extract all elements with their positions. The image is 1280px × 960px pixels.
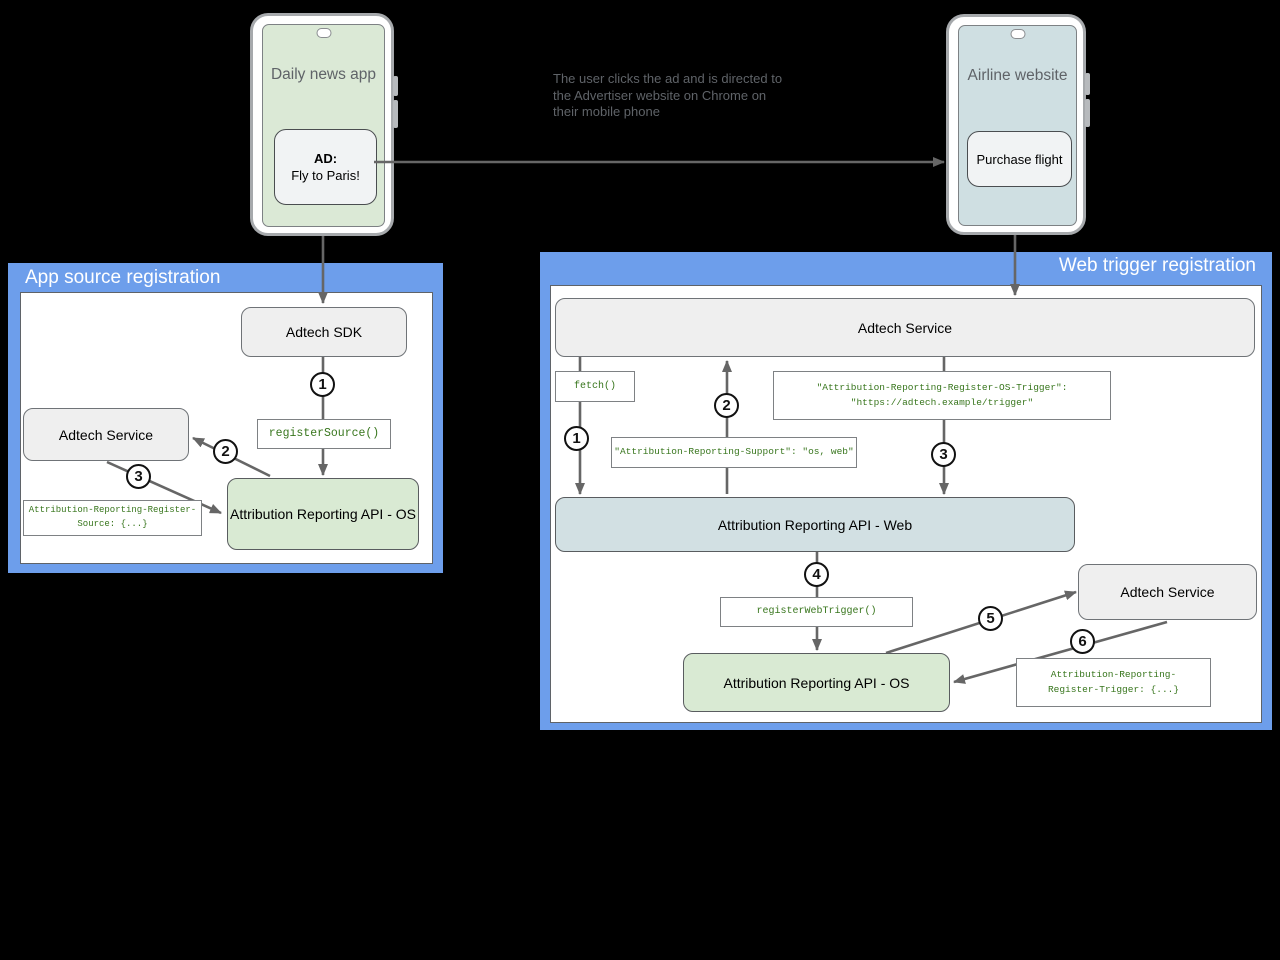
step-number: 1 xyxy=(318,376,327,393)
adtech-service-label: Adtech Service xyxy=(857,319,953,336)
support-header: "Attribution-Reporting-Support": "os, we… xyxy=(614,446,854,458)
step-3-badge-left: 3 xyxy=(126,464,151,489)
web-trigger-panel-title: Web trigger registration xyxy=(1058,255,1256,276)
adtech-service-label: Adtech Service xyxy=(1120,584,1215,600)
adtech-service-box-right: Adtech Service xyxy=(1078,564,1257,620)
attribution-api-web-box: Attribution Reporting API - Web xyxy=(555,497,1075,552)
adtech-service-label: Adtech Service xyxy=(58,426,154,443)
step-6-badge-right: 6 xyxy=(1070,629,1095,654)
step-2-badge-right: 2 xyxy=(714,393,739,418)
step-4-badge-right: 4 xyxy=(804,562,829,587)
phone-camera-icon xyxy=(1010,29,1025,39)
airline-website-title: Airline website xyxy=(967,67,1068,84)
app-source-panel-title: App source registration xyxy=(25,267,221,288)
step-2-badge-left: 2 xyxy=(213,439,238,464)
purchase-flight-button[interactable]: Purchase flight xyxy=(967,131,1072,187)
adtech-service-box-left: Adtech Service xyxy=(23,408,189,461)
attribution-api-os-label: Attribution Reporting API - OS xyxy=(723,674,910,691)
step-number: 2 xyxy=(221,443,230,460)
adtech-service-box-top: Adtech Service xyxy=(555,298,1255,357)
fetch-code: fetch() xyxy=(573,380,616,392)
attribution-api-os-box-right: Attribution Reporting API - OS xyxy=(683,653,950,712)
adtech-sdk-label: Adtech SDK xyxy=(285,324,363,340)
step-number: 3 xyxy=(134,468,143,485)
step-1-badge-right: 1 xyxy=(564,426,589,451)
phone-button-icon xyxy=(1085,73,1090,95)
register-os-trigger-header-box: "Attribution-Reporting-Register-OS-Trigg… xyxy=(773,371,1111,420)
airline-phone-screen: Airline website Purchase flight xyxy=(958,25,1077,226)
daily-news-app-title: Daily news app xyxy=(270,66,377,83)
airline-phone: Airline website Purchase flight xyxy=(946,14,1090,235)
ad-banner[interactable]: AD: Fly to Paris! xyxy=(274,129,377,205)
daily-news-phone: Daily news app AD: Fly to Paris! xyxy=(250,13,398,236)
ad-label: AD: xyxy=(313,151,338,166)
register-trigger-header-box: Attribution-Reporting- Register-Trigger:… xyxy=(1016,658,1211,707)
purchase-flight-label: Purchase flight xyxy=(976,151,1063,167)
register-web-trigger-code: registerWebTrigger() xyxy=(756,606,877,618)
step-number: 5 xyxy=(986,610,995,627)
support-header-box: "Attribution-Reporting-Support": "os, we… xyxy=(611,437,857,468)
register-source-header: Attribution-Reporting-Register- Source: … xyxy=(28,505,197,529)
ad-text: Fly to Paris! xyxy=(291,168,360,183)
register-trigger-header: Attribution-Reporting- Register-Trigger:… xyxy=(1047,668,1180,695)
attribution-api-web-label: Attribution Reporting API - Web xyxy=(717,516,913,533)
step-3-badge-right: 3 xyxy=(931,442,956,467)
step-number: 6 xyxy=(1078,633,1087,650)
user-click-annotation: The user clicks the ad and is directed t… xyxy=(553,71,783,119)
step-number: 1 xyxy=(572,430,581,447)
fetch-code-box: fetch() xyxy=(555,371,635,402)
register-source-code: registerSource() xyxy=(268,427,380,441)
attribution-api-os-label: Attribution Reporting API - OS xyxy=(230,506,416,522)
step-number: 3 xyxy=(939,446,948,463)
step-1-badge-left: 1 xyxy=(310,372,335,397)
attribution-api-os-box-left: Attribution Reporting API - OS xyxy=(227,478,419,550)
phone-button-icon xyxy=(393,76,398,96)
register-os-trigger-header: "Attribution-Reporting-Register-OS-Trigg… xyxy=(816,381,1068,408)
phone-button-icon xyxy=(393,100,398,128)
register-source-header-box: Attribution-Reporting-Register- Source: … xyxy=(23,500,202,536)
step-number: 4 xyxy=(812,566,821,583)
phone-button-icon xyxy=(1085,99,1090,127)
adtech-sdk-box: Adtech SDK xyxy=(241,307,407,357)
step-5-badge-right: 5 xyxy=(978,606,1003,631)
phone-camera-icon xyxy=(316,28,331,38)
register-source-code-box: registerSource() xyxy=(257,419,391,449)
daily-news-phone-screen: Daily news app AD: Fly to Paris! xyxy=(262,24,385,227)
step-number: 2 xyxy=(722,397,731,414)
register-web-trigger-code-box: registerWebTrigger() xyxy=(720,597,913,627)
